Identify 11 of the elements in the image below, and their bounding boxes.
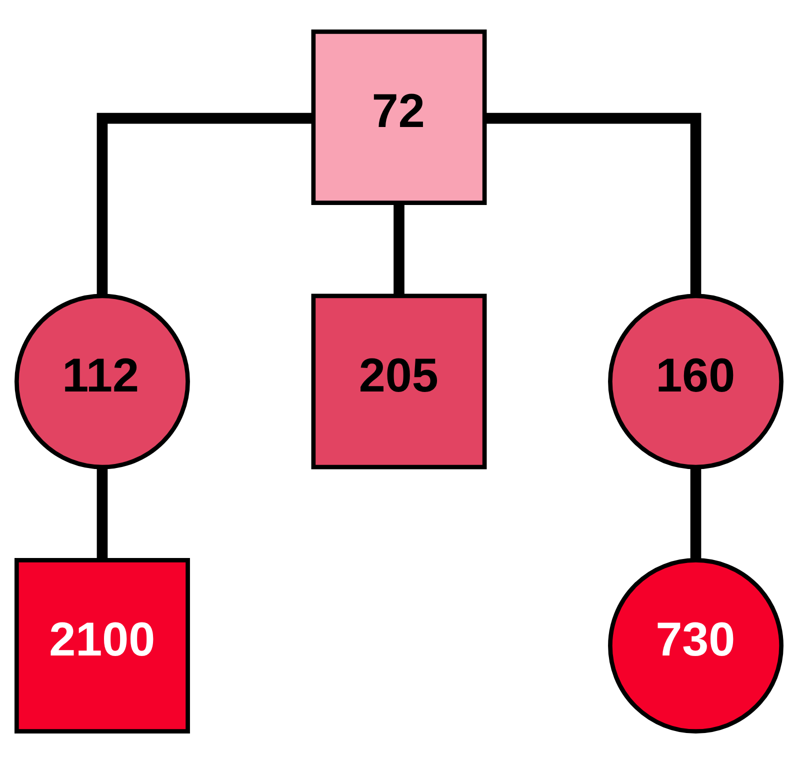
connector	[394, 203, 404, 296]
connector	[690, 467, 702, 560]
connector	[96, 467, 108, 560]
node-circle: 730	[608, 558, 784, 734]
node-box: 205	[311, 294, 487, 470]
connector	[96, 112, 314, 296]
node-box: 72	[311, 30, 487, 205]
node-circle: 160	[608, 294, 784, 470]
connector	[484, 112, 702, 296]
node-circle: 112	[14, 294, 190, 470]
node-box: 2100	[14, 558, 190, 734]
